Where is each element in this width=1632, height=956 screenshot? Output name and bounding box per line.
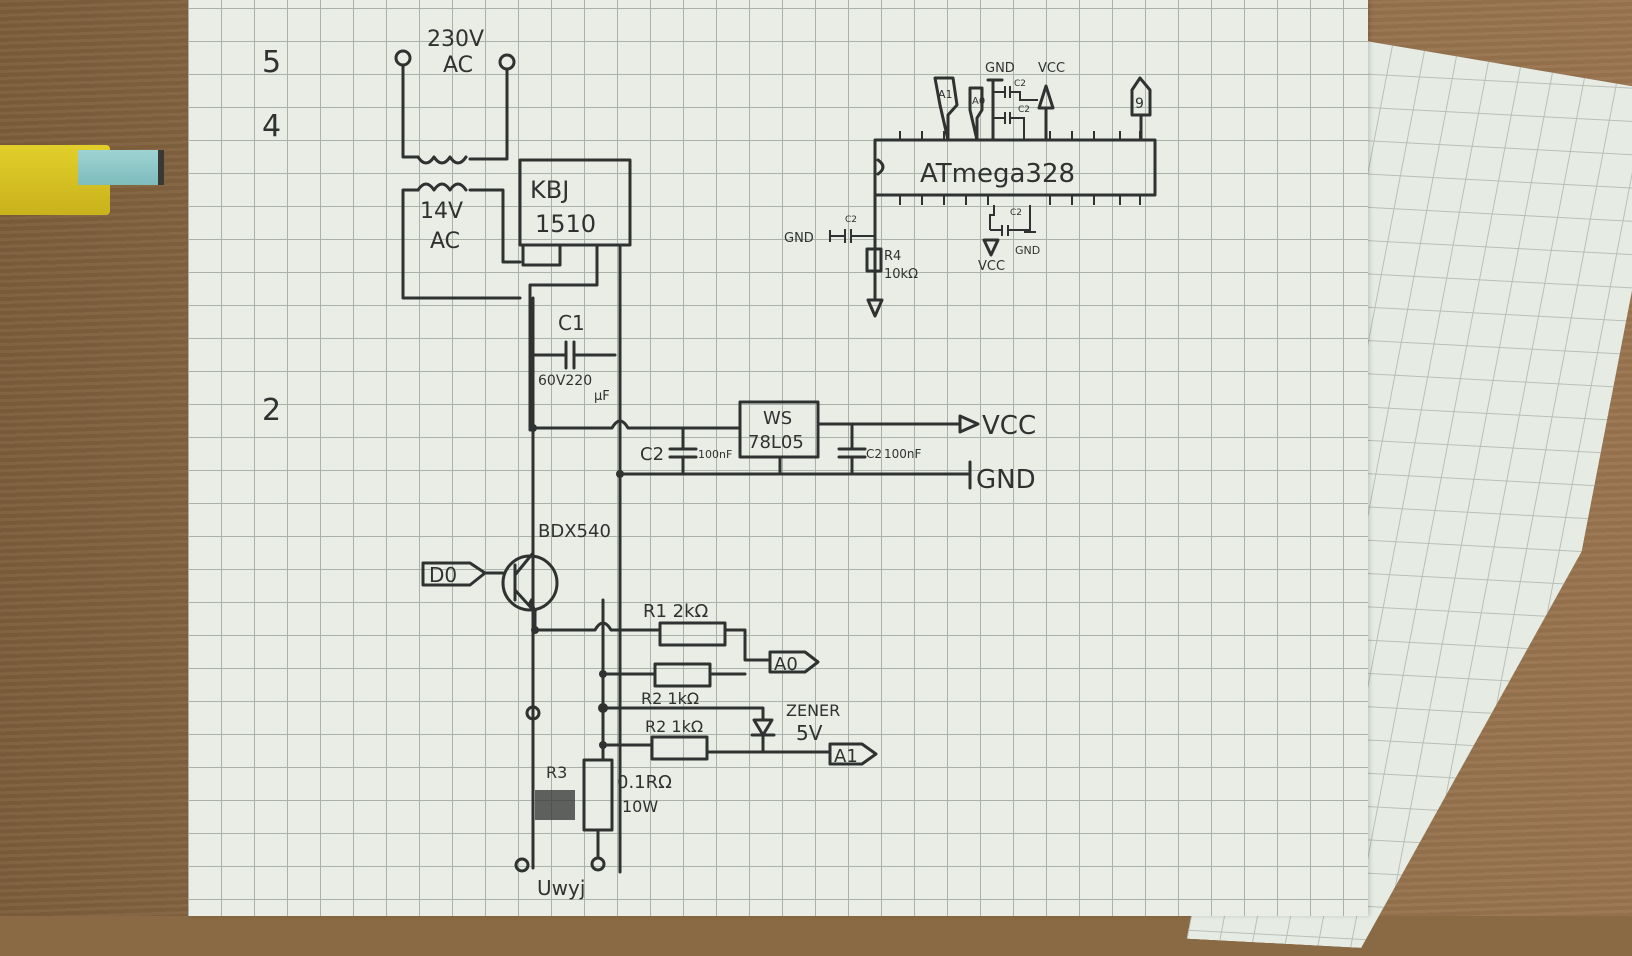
zener-label: ZENER [786,701,840,720]
rectifier-label-1: KBJ [530,176,569,204]
port-a0: A0 [768,650,820,675]
primary-leads [401,63,509,161]
c2-in-value: 100nF [698,448,732,461]
emitter-test-point [525,705,541,721]
c2-out-value: 100nF [884,447,922,461]
mcu-label: ATmega328 [920,159,1075,189]
decoupling-vcc-label: VCC [978,259,1005,274]
r1-label: R1 2kΩ [643,601,709,622]
port-d0: D0 [421,561,505,587]
r3-value: 0.1RΩ [617,772,672,793]
capacitor-c2-output: C2 100nF [837,422,922,476]
zener-voltage-label: 5V [796,721,823,745]
resistor-r2-lower [650,735,709,761]
mcu-port-a0 [968,86,984,142]
resistor-r2-upper [653,662,712,688]
a1-label: A1 [834,746,858,767]
decoupling-cap-label: C2 [1010,208,1022,218]
c2-out-name: C2 [866,447,882,461]
output-terminal-right [590,856,606,872]
ac-terminal-right [498,53,516,71]
vcc-arrow-icon [958,414,980,434]
r1-r2-junction-wire [601,628,772,676]
resistor-r3 [582,758,614,832]
primary-ac-label: AC [443,53,473,78]
vcc-label: VCC [982,411,1036,441]
regulator-label-1: WS [763,408,792,429]
secondary-leads [401,188,522,300]
r2-upper-label: R2 1kΩ [641,689,699,708]
resistor-r1 [658,621,727,647]
c1-unit: µF [594,389,610,404]
mcu-notch [876,158,885,176]
mcu-port-a1-label: A1 [938,88,953,101]
r4-value: 10kΩ [884,267,918,282]
primary-voltage-label: 230V [427,27,484,52]
mcu-bottom-pins [899,195,1141,205]
c1-name: C1 [558,311,585,335]
output-voltage-label: Uwyj [537,876,585,900]
transistor-bdx54c: BDX540 [501,428,611,632]
mcu-port-a0-label: A0 [972,96,985,107]
port-a1: A1 [828,742,878,767]
decoupling-gnd-label: GND [1015,244,1040,257]
r4-name: R4 [884,249,901,264]
r3-name: R3 [546,763,567,782]
c1-value: 60V220 [538,373,592,389]
mcu-port-9 [1130,76,1152,142]
r3-struck-out-note [535,790,575,820]
mcu-port-9-label: 9 [1135,96,1144,112]
bridge-rectifier: KBJ 1510 [518,158,632,432]
transformer: 230V AC 14V AC [394,27,522,300]
mcu-top-pins [899,131,1141,140]
regulator-label-2: 78L05 [748,432,804,453]
margin-number-2: 2 [262,393,281,428]
a0-label: A0 [774,654,798,675]
mcu-cap-a-label: C2 [1014,79,1026,89]
ac-terminal-left [394,49,412,67]
mcu-body [873,138,1157,197]
atmega328-chip: ATmega328 A1 A0 GND C2 C2 VCC 9 GND C2 R… [784,61,1157,318]
mcu-vcc-arrow-icon [1037,84,1055,142]
secondary-voltage-label: 14V [420,199,463,224]
mcu-port-a1 [933,76,959,142]
mcu-gnd-pin [986,78,1004,142]
zener-wire [601,706,765,722]
secondary-ac-label: AC [430,229,460,254]
margin-number-5: 5 [262,45,281,80]
reset-gnd-label: GND [784,231,814,246]
resistor-r4 [865,247,883,273]
output-terminal-left [514,857,530,873]
r3-power: 10W [622,797,658,816]
schematic: 5 4 2 230V AC 14V AC KBJ 1510 C1 60V220 … [262,27,1157,900]
transistor-label: BDX540 [538,521,611,542]
gnd-label: GND [976,465,1036,495]
r4-vcc-arrow-icon [866,298,884,318]
margin-number-4: 4 [262,109,281,144]
r2-lower-label: R2 1kΩ [645,717,703,736]
d0-label: D0 [429,563,457,587]
emitter-arrow-icon [527,598,537,612]
capacitor-c2-input: C2 100nF [640,426,732,476]
secondary-coil [416,182,468,192]
r1-wire [533,621,662,632]
zener-diode-icon [752,718,774,737]
rectifier-output-leads [521,243,599,432]
usb-plug [78,150,164,185]
mcu-gnd-label: GND [985,61,1015,76]
regulator-input-wire [531,419,742,430]
rectifier-label-2: 1510 [535,210,596,238]
reset-cap-label: C2 [845,215,857,225]
decoupling-vcc-arrow-icon [982,238,1000,257]
c2-in-name: C2 [640,444,664,465]
mcu-vcc-label: VCC [1038,61,1065,76]
rectifier-body [518,158,632,247]
primary-coil [416,155,468,165]
mcu-cap-b-label: C2 [1018,105,1030,115]
capacitor-c1: C1 60V220 µF [531,311,617,404]
voltage-regulator: WS 78L05 [738,400,962,476]
